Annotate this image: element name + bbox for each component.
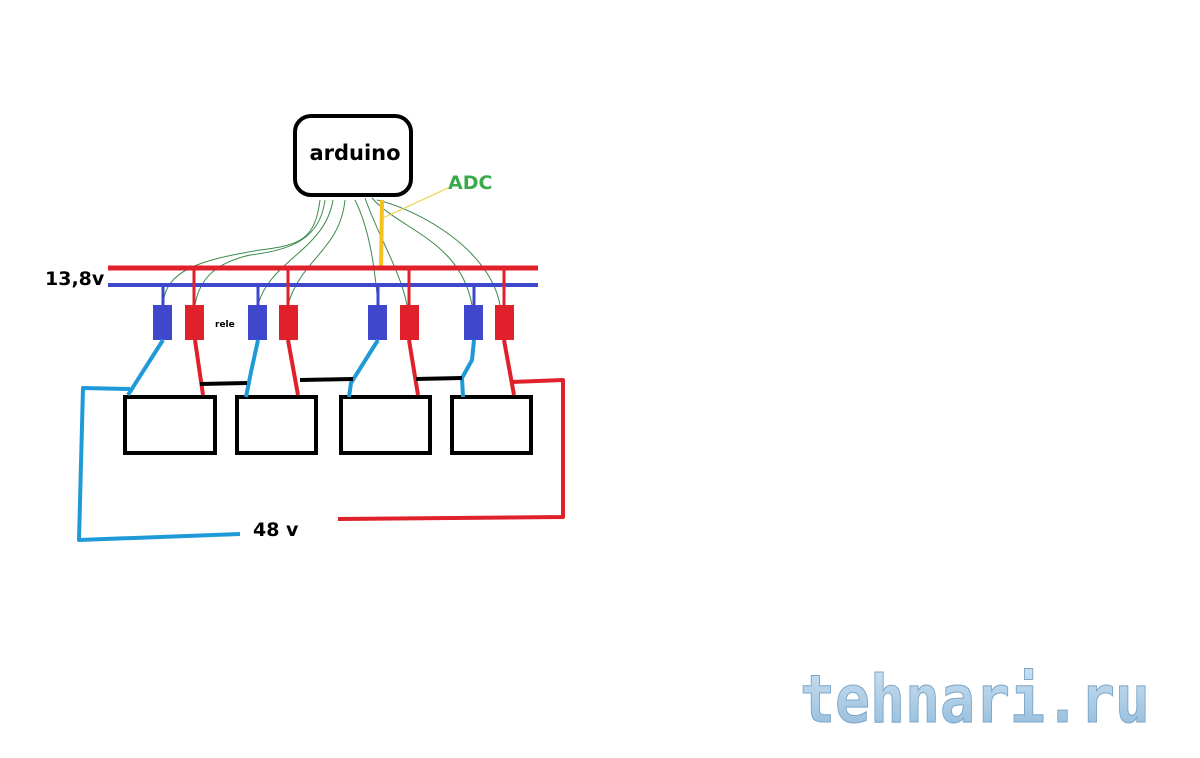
battery-1 [123, 395, 217, 455]
arduino-label: arduino [309, 141, 400, 165]
adc-label: ADC [448, 172, 492, 194]
relay-label: rele [215, 320, 235, 330]
battery-4 [450, 395, 533, 455]
batteries [123, 395, 533, 455]
arduino-box [293, 114, 413, 197]
adc-pointer [382, 187, 449, 219]
relay-coil-1 [153, 305, 172, 340]
relay-coil-2 [248, 305, 267, 340]
relay-coil-4 [464, 305, 483, 340]
battery-3 [339, 395, 432, 455]
relay-contact-4 [495, 305, 514, 340]
watermark: tehnari.ru [800, 661, 1150, 738]
relays [153, 268, 514, 340]
bus-voltage-label: 13,8v [45, 268, 105, 290]
relay-contact-2 [279, 305, 298, 340]
relay-contact-3 [400, 305, 419, 340]
relay-coil-3 [368, 305, 387, 340]
battery-2 [235, 395, 318, 455]
signal-wires [162, 197, 501, 306]
adc-wire [379, 199, 384, 271]
battery-voltage-label: 48 v [253, 519, 299, 541]
relay-contact-1 [185, 305, 204, 340]
battery-wires [77, 338, 565, 542]
